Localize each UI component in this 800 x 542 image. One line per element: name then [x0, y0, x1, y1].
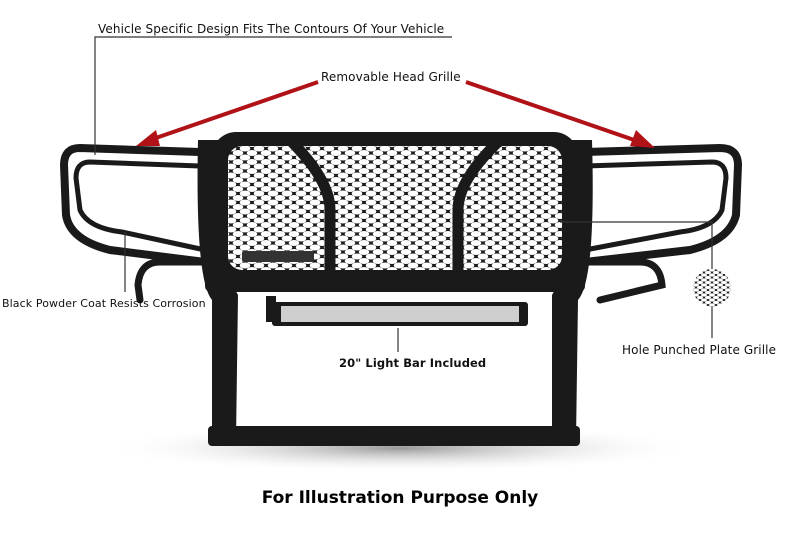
callout-vehicle-specific: Vehicle Specific Design Fits The Contour… — [98, 22, 445, 36]
callout-removable-grille: Removable Head Grille — [321, 70, 461, 84]
callout-light-bar: 20" Light Bar Included — [339, 356, 487, 370]
red-arrows — [136, 80, 655, 148]
light-bar — [266, 296, 528, 326]
callout-powder-coat: Black Powder Coat Resists Corrosion — [2, 297, 206, 310]
plate-grille-sample — [693, 269, 731, 307]
removable-head-grille — [212, 132, 578, 280]
callout-plate-grille: Hole Punched Plate Grille — [622, 343, 777, 357]
side-wing-left — [59, 143, 209, 304]
side-wing-right — [581, 143, 743, 304]
illustration-disclaimer: For Illustration Purpose Only — [261, 488, 539, 508]
